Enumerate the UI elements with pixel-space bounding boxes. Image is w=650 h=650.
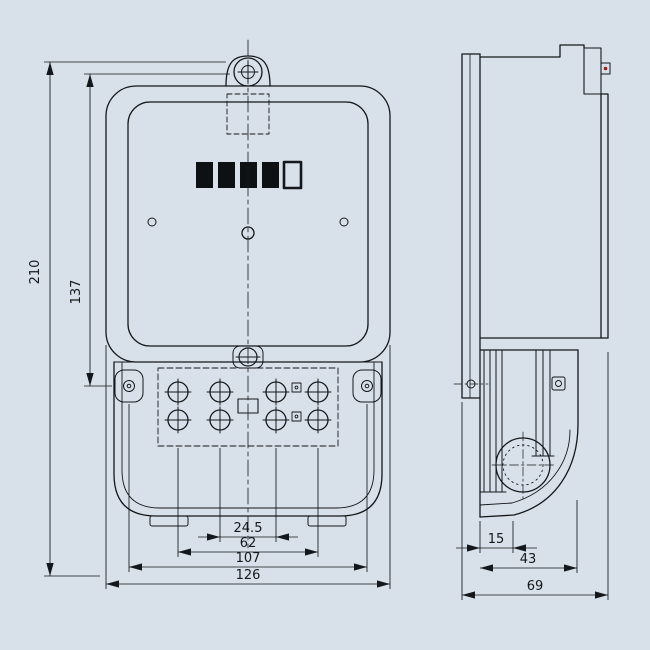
dim-107-label: 107: [236, 551, 261, 566]
link-screw-bottom: [291, 411, 302, 422]
seal-screw-right-center: [364, 383, 370, 389]
seal-dot: [603, 66, 608, 71]
display-digit-4: [262, 162, 279, 188]
dim-126-label: 126: [236, 568, 261, 583]
foot-right: [307, 515, 347, 527]
dim-43-label: 43: [520, 552, 537, 567]
seal-screw-left-center: [126, 383, 132, 389]
seal-screw-right: [361, 380, 373, 392]
dim-24p5-label: 24.5: [234, 521, 263, 536]
body-top-edge: [479, 44, 585, 58]
terminal-cover-profile-inner: [479, 429, 571, 506]
dim-137-label: 137: [69, 280, 84, 305]
dim-15-label: 15: [488, 532, 505, 547]
dimensions: 210 137 24.5 62 107 126 15 43 69: [28, 61, 609, 600]
face-screw-left: [147, 217, 157, 227]
link-screw-top-center: [294, 385, 299, 390]
front-view: [105, 39, 391, 549]
seal-tab-right: [352, 369, 382, 403]
seal-tab-left: [114, 369, 144, 403]
display-digit-2: [218, 162, 235, 188]
foot-left: [149, 515, 189, 527]
extension-lines-side: [461, 352, 609, 600]
seal-clip: [600, 62, 611, 75]
mounting-plate: [461, 53, 481, 399]
display-digit-1: [196, 162, 213, 188]
dimension-labels: 210 137 24.5 62 107 126 15 43 69: [28, 260, 543, 594]
side-seal-screw-center: [555, 380, 562, 387]
face-screw-right: [339, 217, 349, 227]
dim-62-label: 62: [240, 536, 257, 551]
link-screw-top: [291, 382, 302, 393]
side-seal-screw: [551, 376, 566, 391]
dim-69-label: 69: [527, 579, 544, 594]
hanger-slot-hidden: [226, 93, 270, 135]
dim-210-label: 210: [28, 260, 43, 285]
terminal-cover-profile: [479, 349, 579, 518]
front-face-edges: [600, 93, 609, 339]
display-digit-3: [240, 162, 257, 188]
side-view: [453, 44, 611, 518]
seal-screw-left: [123, 380, 135, 392]
terminals: [164, 378, 332, 434]
terminal-screw-crosses: [164, 378, 332, 434]
display-digit-decimal: [282, 160, 303, 190]
extension-lines-front: [44, 61, 391, 589]
terminal-block-section: [479, 349, 555, 493]
link-screw-bottom-center: [294, 414, 299, 419]
knockout-centerlines: [491, 431, 557, 501]
register-display: [196, 160, 303, 190]
